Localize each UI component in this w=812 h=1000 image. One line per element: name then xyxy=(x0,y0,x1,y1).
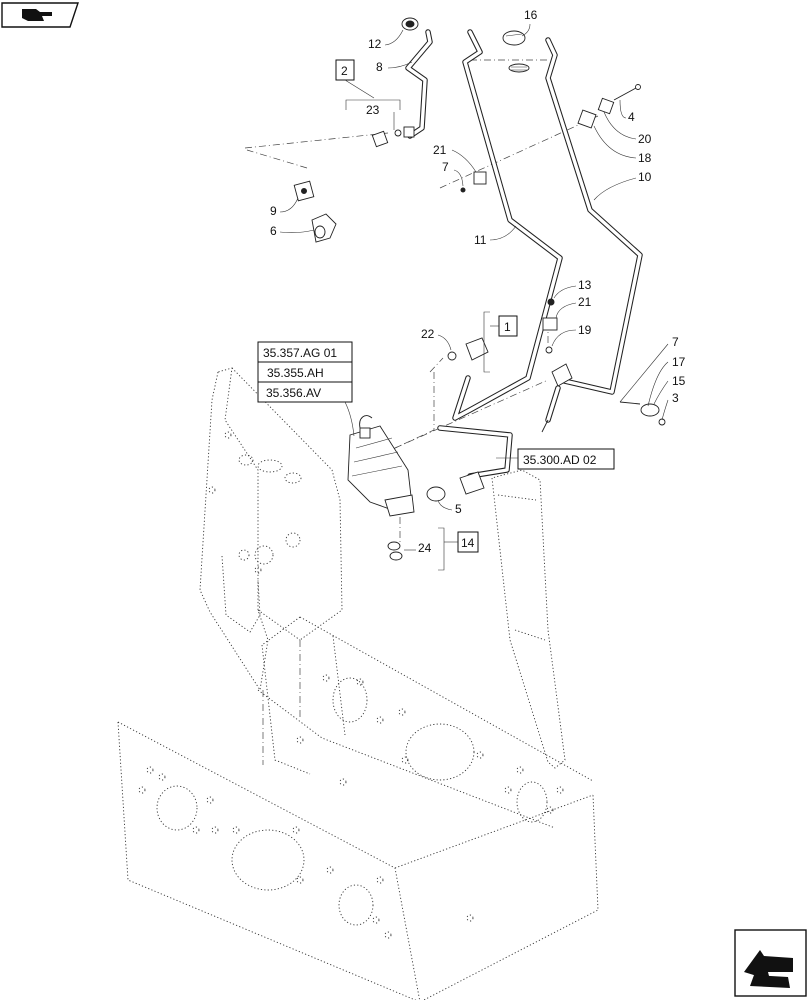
assembly-centerlines xyxy=(244,59,599,765)
svg-text:18: 18 xyxy=(638,151,652,165)
callout-24: 24 xyxy=(404,541,432,555)
reference-leader xyxy=(344,401,355,437)
callout-10: 10 xyxy=(593,170,652,201)
callout-3: 3 xyxy=(661,391,679,421)
svg-text:1: 1 xyxy=(504,320,511,334)
callout-21-mid: 21 xyxy=(555,295,592,319)
svg-text:5: 5 xyxy=(455,502,462,516)
reference-box-35-357-ag-01[interactable]: 35.357.AG 01 xyxy=(257,341,353,363)
tube-8 xyxy=(405,29,433,139)
callout-21-top: 21 xyxy=(433,143,477,173)
fitting-9 xyxy=(293,180,315,202)
callout-11: 11 xyxy=(474,225,517,247)
fitting-23 xyxy=(371,126,415,148)
callout-6: 6 xyxy=(270,224,315,238)
page-arrow-icon[interactable] xyxy=(734,929,807,997)
svg-text:20: 20 xyxy=(638,132,652,146)
chassis-frame xyxy=(117,367,599,1000)
svg-text:4: 4 xyxy=(628,110,635,124)
callout-7-top: 7 xyxy=(442,160,464,187)
callout-18: 18 xyxy=(593,125,652,165)
callout-2-box: 2 xyxy=(335,59,375,99)
svg-text:6: 6 xyxy=(270,224,277,238)
svg-text:12: 12 xyxy=(368,37,382,51)
callout-23-bracket: 23 xyxy=(345,99,401,130)
hand-pointer-icon[interactable] xyxy=(1,2,79,28)
tube-11 xyxy=(452,29,563,421)
fitting-3-15-17 xyxy=(619,401,666,426)
callout-9: 9 xyxy=(270,197,299,218)
svg-text:35.355.AH: 35.355.AH xyxy=(267,366,324,380)
reference-box-35-300-ad-02[interactable]: 35.300.AD 02 xyxy=(496,448,615,470)
callout-20: 20 xyxy=(603,111,652,146)
fitting-16 xyxy=(502,30,530,73)
callout-7-right: 7 xyxy=(619,335,679,403)
svg-text:7: 7 xyxy=(672,335,679,349)
svg-text:16: 16 xyxy=(524,8,538,22)
clamp-21 xyxy=(460,171,558,354)
svg-text:9: 9 xyxy=(270,204,277,218)
svg-text:15: 15 xyxy=(672,374,686,388)
callout-4: 4 xyxy=(619,99,635,124)
fitting-6 xyxy=(311,213,337,243)
callout-12: 12 xyxy=(368,29,404,51)
callout-1-box: 1 xyxy=(483,311,518,373)
svg-text:35.357.AG 01: 35.357.AG 01 xyxy=(263,346,337,360)
tube-10 xyxy=(545,37,643,395)
svg-text:2: 2 xyxy=(341,64,348,78)
svg-text:13: 13 xyxy=(578,278,592,292)
svg-text:14: 14 xyxy=(461,536,475,550)
callout-14-box: 14 xyxy=(438,527,479,571)
svg-text:10: 10 xyxy=(638,170,652,184)
svg-text:24: 24 xyxy=(418,541,432,555)
svg-text:8: 8 xyxy=(376,60,383,74)
callout-8: 8 xyxy=(376,60,413,74)
svg-text:7: 7 xyxy=(442,160,449,174)
svg-text:17: 17 xyxy=(672,355,686,369)
clamp-18-20 xyxy=(577,84,641,129)
callout-13: 13 xyxy=(553,278,592,299)
svg-text:3: 3 xyxy=(672,391,679,405)
callout-19: 19 xyxy=(551,323,592,347)
valve-block xyxy=(347,415,415,517)
svg-text:21: 21 xyxy=(433,143,447,157)
svg-text:22: 22 xyxy=(421,327,435,341)
svg-text:35.300.AD 02: 35.300.AD 02 xyxy=(523,453,597,467)
svg-text:35.356.AV: 35.356.AV xyxy=(266,386,321,400)
fitting-12 xyxy=(401,17,419,31)
svg-text:19: 19 xyxy=(578,323,592,337)
svg-text:11: 11 xyxy=(474,233,487,247)
callout-22: 22 xyxy=(421,327,452,351)
svg-text:21: 21 xyxy=(578,295,592,309)
fitting-22 xyxy=(447,337,489,361)
callout-15: 15 xyxy=(653,374,686,405)
reference-box-35-356-av[interactable]: 35.356.AV xyxy=(257,381,353,403)
reference-box-35-355-ah[interactable]: 35.355.AH xyxy=(257,361,353,383)
callout-5: 5 xyxy=(437,499,462,516)
callout-16: 16 xyxy=(521,8,538,37)
fitting-5 xyxy=(426,471,485,502)
fitting-24 xyxy=(387,541,403,561)
svg-text:23: 23 xyxy=(366,103,380,117)
fitting-1 xyxy=(541,363,573,433)
callout-17: 17 xyxy=(647,355,686,407)
tube-lower xyxy=(437,385,561,479)
